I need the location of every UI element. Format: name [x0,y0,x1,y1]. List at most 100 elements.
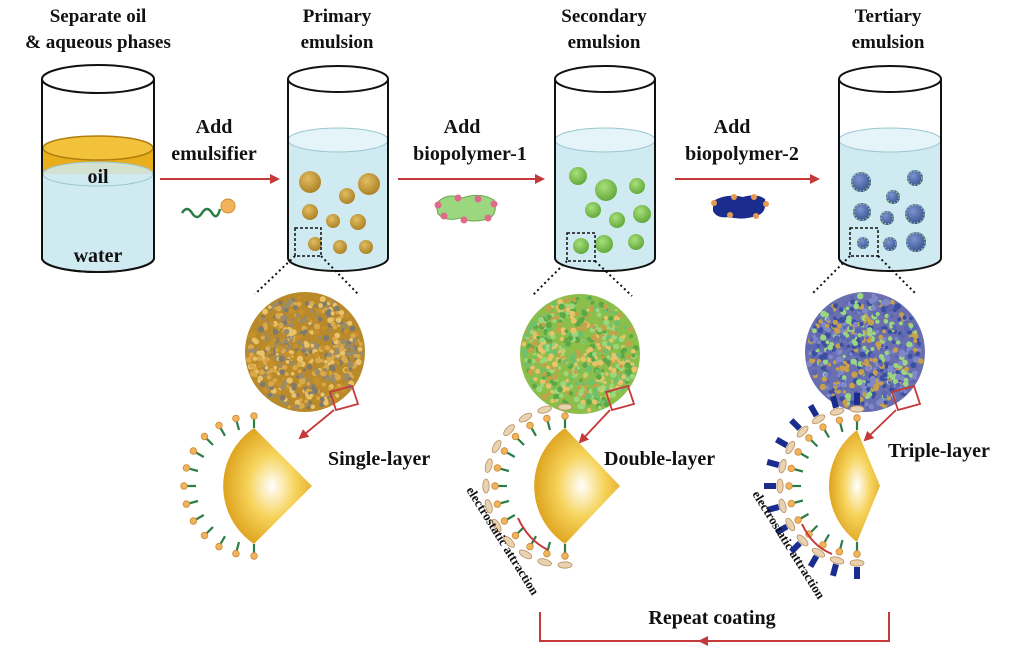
surface-molecule [595,374,602,380]
surface-molecule [347,361,354,368]
surface-molecule [848,326,854,331]
droplet [358,173,380,195]
surface-molecule [825,379,830,384]
biopolymer-2-chain [830,563,839,577]
surface-molecule [862,392,867,397]
surface-molecule [330,321,336,327]
surface-molecule [569,355,575,361]
surface-molecule [358,350,364,356]
surface-molecule [825,323,830,328]
surface-molecule [862,345,867,350]
emulsifier-head [189,517,198,525]
surface-molecule [558,345,562,349]
surface-molecule [257,326,265,333]
biopolymer-1-chain [537,405,552,414]
surface-molecule [536,331,540,335]
droplet [302,204,318,220]
surface-molecule [545,305,552,312]
surface-molecule [270,392,277,399]
droplet-coating [851,172,871,192]
surface-molecule [879,368,884,373]
surface-molecule [896,340,901,345]
surface-molecule [544,347,550,352]
electrostatic-bracket [517,517,549,551]
emulsifier-head [180,482,188,490]
zoom-box [566,232,596,262]
surface-molecule [294,335,301,341]
surface-molecule [316,307,322,314]
surface-molecule [899,333,906,339]
surface-molecule [602,304,608,310]
surface-molecule [842,399,848,405]
surface-molecule [267,360,274,367]
emulsifier-head [493,464,502,472]
oil-label: oil [87,166,109,188]
surface-molecule [340,338,346,345]
water-label: water [74,245,123,267]
biopolymer-1-chain [785,440,796,455]
surface-molecule [576,384,582,390]
surface-molecule [817,327,824,334]
surface-molecule [263,335,270,342]
surface-molecule [297,350,302,355]
emulsifier-head [543,414,551,423]
surface-molecule [302,368,307,372]
surface-molecule [608,335,612,339]
surface-molecule [341,322,348,329]
surface-molecule [259,381,266,388]
surface-molecule [870,305,877,311]
surface-molecule [833,303,839,309]
surface-molecule [884,355,891,362]
surface-molecule [313,351,320,359]
surface-molecule [541,322,546,327]
surface-molecule [293,344,299,349]
surface-molecule [839,333,846,340]
surface-molecule [827,363,831,367]
surface-molecule [247,348,252,353]
surface-molecule [574,363,578,367]
surface-molecule [850,358,857,365]
droplet [857,237,869,249]
surface-molecule [283,308,289,313]
surface-molecule [613,343,620,350]
surface-molecule [852,340,858,347]
droplet-coating [907,170,923,186]
surface-molecule [622,334,626,339]
surface-molecule [839,396,844,402]
water-phase [43,168,153,271]
surface-molecule [304,399,308,404]
stage-heading-primary: Primary emulsion [301,6,374,53]
droplet [880,211,894,225]
surface-molecule [888,361,893,366]
surface-molecule [911,379,915,383]
surface-molecule [289,356,294,361]
surface-molecule [555,398,559,403]
surface-molecule [889,374,896,380]
droplet-coating [886,190,900,204]
zoom-lines [254,255,917,297]
step-line1: Add [196,116,233,138]
surface-molecule [527,359,532,364]
surface-molecule [260,317,265,321]
surface-molecule [358,341,363,346]
stage-heading-tertiary: Tertiary emulsion [852,6,925,53]
surface-molecule [603,380,607,385]
surface-molecule [344,313,350,318]
surface-molecule [871,395,875,399]
surface-molecule [869,375,876,382]
surface-molecule [812,328,817,334]
surface-molecule [853,322,859,328]
surface-molecule [559,393,564,399]
biopolymer-1-chain [796,534,809,547]
surface-molecule [346,351,352,357]
biopolymer-1-chain [482,478,490,494]
surface-molecule [887,396,891,401]
biopolymer-1-chain [776,478,784,494]
surface-molecule [539,378,546,385]
droplet-coating [880,211,894,225]
surface-molecule [811,369,818,376]
surface-molecule [318,336,322,340]
droplet-double-layer [520,294,640,414]
surface-molecule [818,319,823,324]
surface-molecule [534,328,538,332]
